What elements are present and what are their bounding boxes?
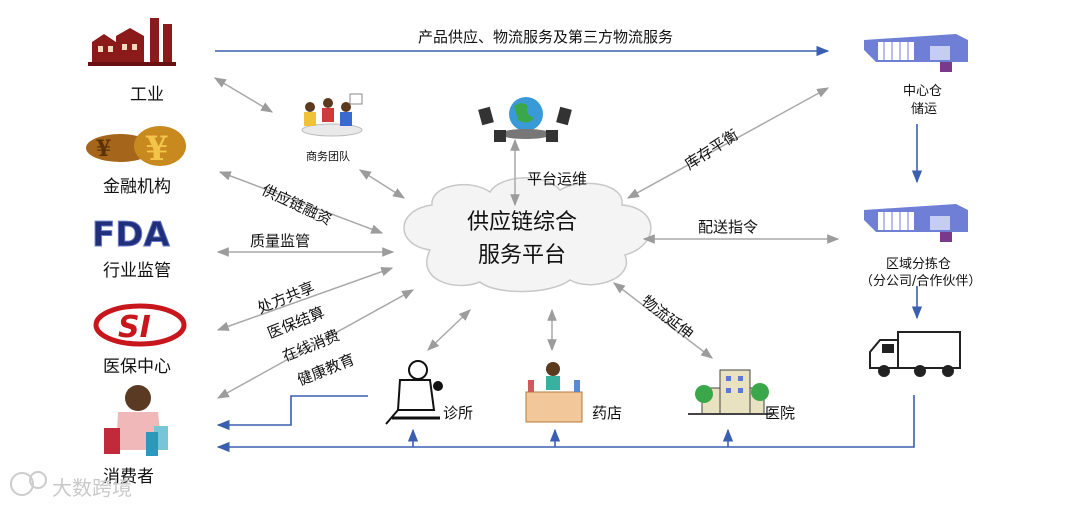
fda-logo: FDA [92, 215, 171, 256]
finance-platform-arrow [218, 171, 384, 234]
inventory-arrow [626, 87, 830, 199]
business-team-icon [301, 93, 363, 137]
svg-text:SI: SI [118, 310, 151, 345]
clinic-consumer-line [216, 395, 368, 431]
edge-dispatch: 配送指令 [698, 218, 759, 236]
watermark-logo-icon [10, 471, 47, 496]
hospital-building-icon [688, 369, 772, 415]
label-central-warehouse: 中心仓 [903, 84, 943, 99]
industry-team-arrow [213, 77, 274, 113]
label-insurance: 医保中心 [103, 357, 171, 377]
pharmacy-counter-icon [525, 362, 583, 423]
bottom-delivery-line [216, 395, 915, 453]
platform-title-line1: 供应链综合 [466, 210, 577, 235]
label-central-storage: 储运 [911, 102, 938, 117]
regional-warehouse-icon [864, 204, 968, 242]
edge-top-flow: 产品供应、物流服务及第三方物流服务 [418, 28, 674, 46]
label-business-team: 商务团队 [306, 150, 350, 163]
svg-text:¥: ¥ [96, 136, 111, 162]
label-regional-note: （分公司/合作伙伴） [860, 274, 982, 289]
si-logo: SI [93, 303, 187, 347]
yen-coin-icon: ¥ ¥ [86, 126, 186, 169]
logistics-arrow [613, 282, 713, 359]
platform-cloud [403, 177, 652, 293]
team-platform-arrow [358, 169, 406, 199]
label-pharmacy: 药店 [592, 404, 623, 422]
label-regulator: 行业监管 [103, 261, 171, 281]
platform-title-line2: 服务平台 [477, 243, 566, 268]
factory-icon [88, 18, 176, 66]
platform-title: 供应链综合 服务平台 [437, 206, 607, 272]
edge-quality: 质量监管 [250, 232, 311, 250]
clinic-doctor-icon [385, 360, 443, 425]
label-consumer: 消费者 [103, 467, 154, 487]
watermark-text: 大数跨境 [52, 476, 132, 500]
consumer-figure-icon [104, 385, 168, 456]
svg-text:FDA: FDA [92, 215, 170, 255]
label-industry: 工业 [130, 85, 164, 105]
svg-text:¥: ¥ [145, 129, 169, 169]
truck-icon [869, 331, 961, 377]
label-finance: 金融机构 [103, 177, 171, 197]
label-clinic: 诊所 [443, 404, 474, 422]
globe-meeting-icon [478, 97, 572, 142]
label-hospital: 医院 [765, 404, 796, 422]
clinic-platform-arrow [427, 309, 471, 351]
consumer-platform-arrow [216, 289, 415, 399]
label-regional-warehouse: 区域分拣仓 [886, 257, 952, 272]
edge-platform-ops: 平台运维 [527, 170, 588, 188]
central-warehouse-icon [864, 34, 968, 72]
